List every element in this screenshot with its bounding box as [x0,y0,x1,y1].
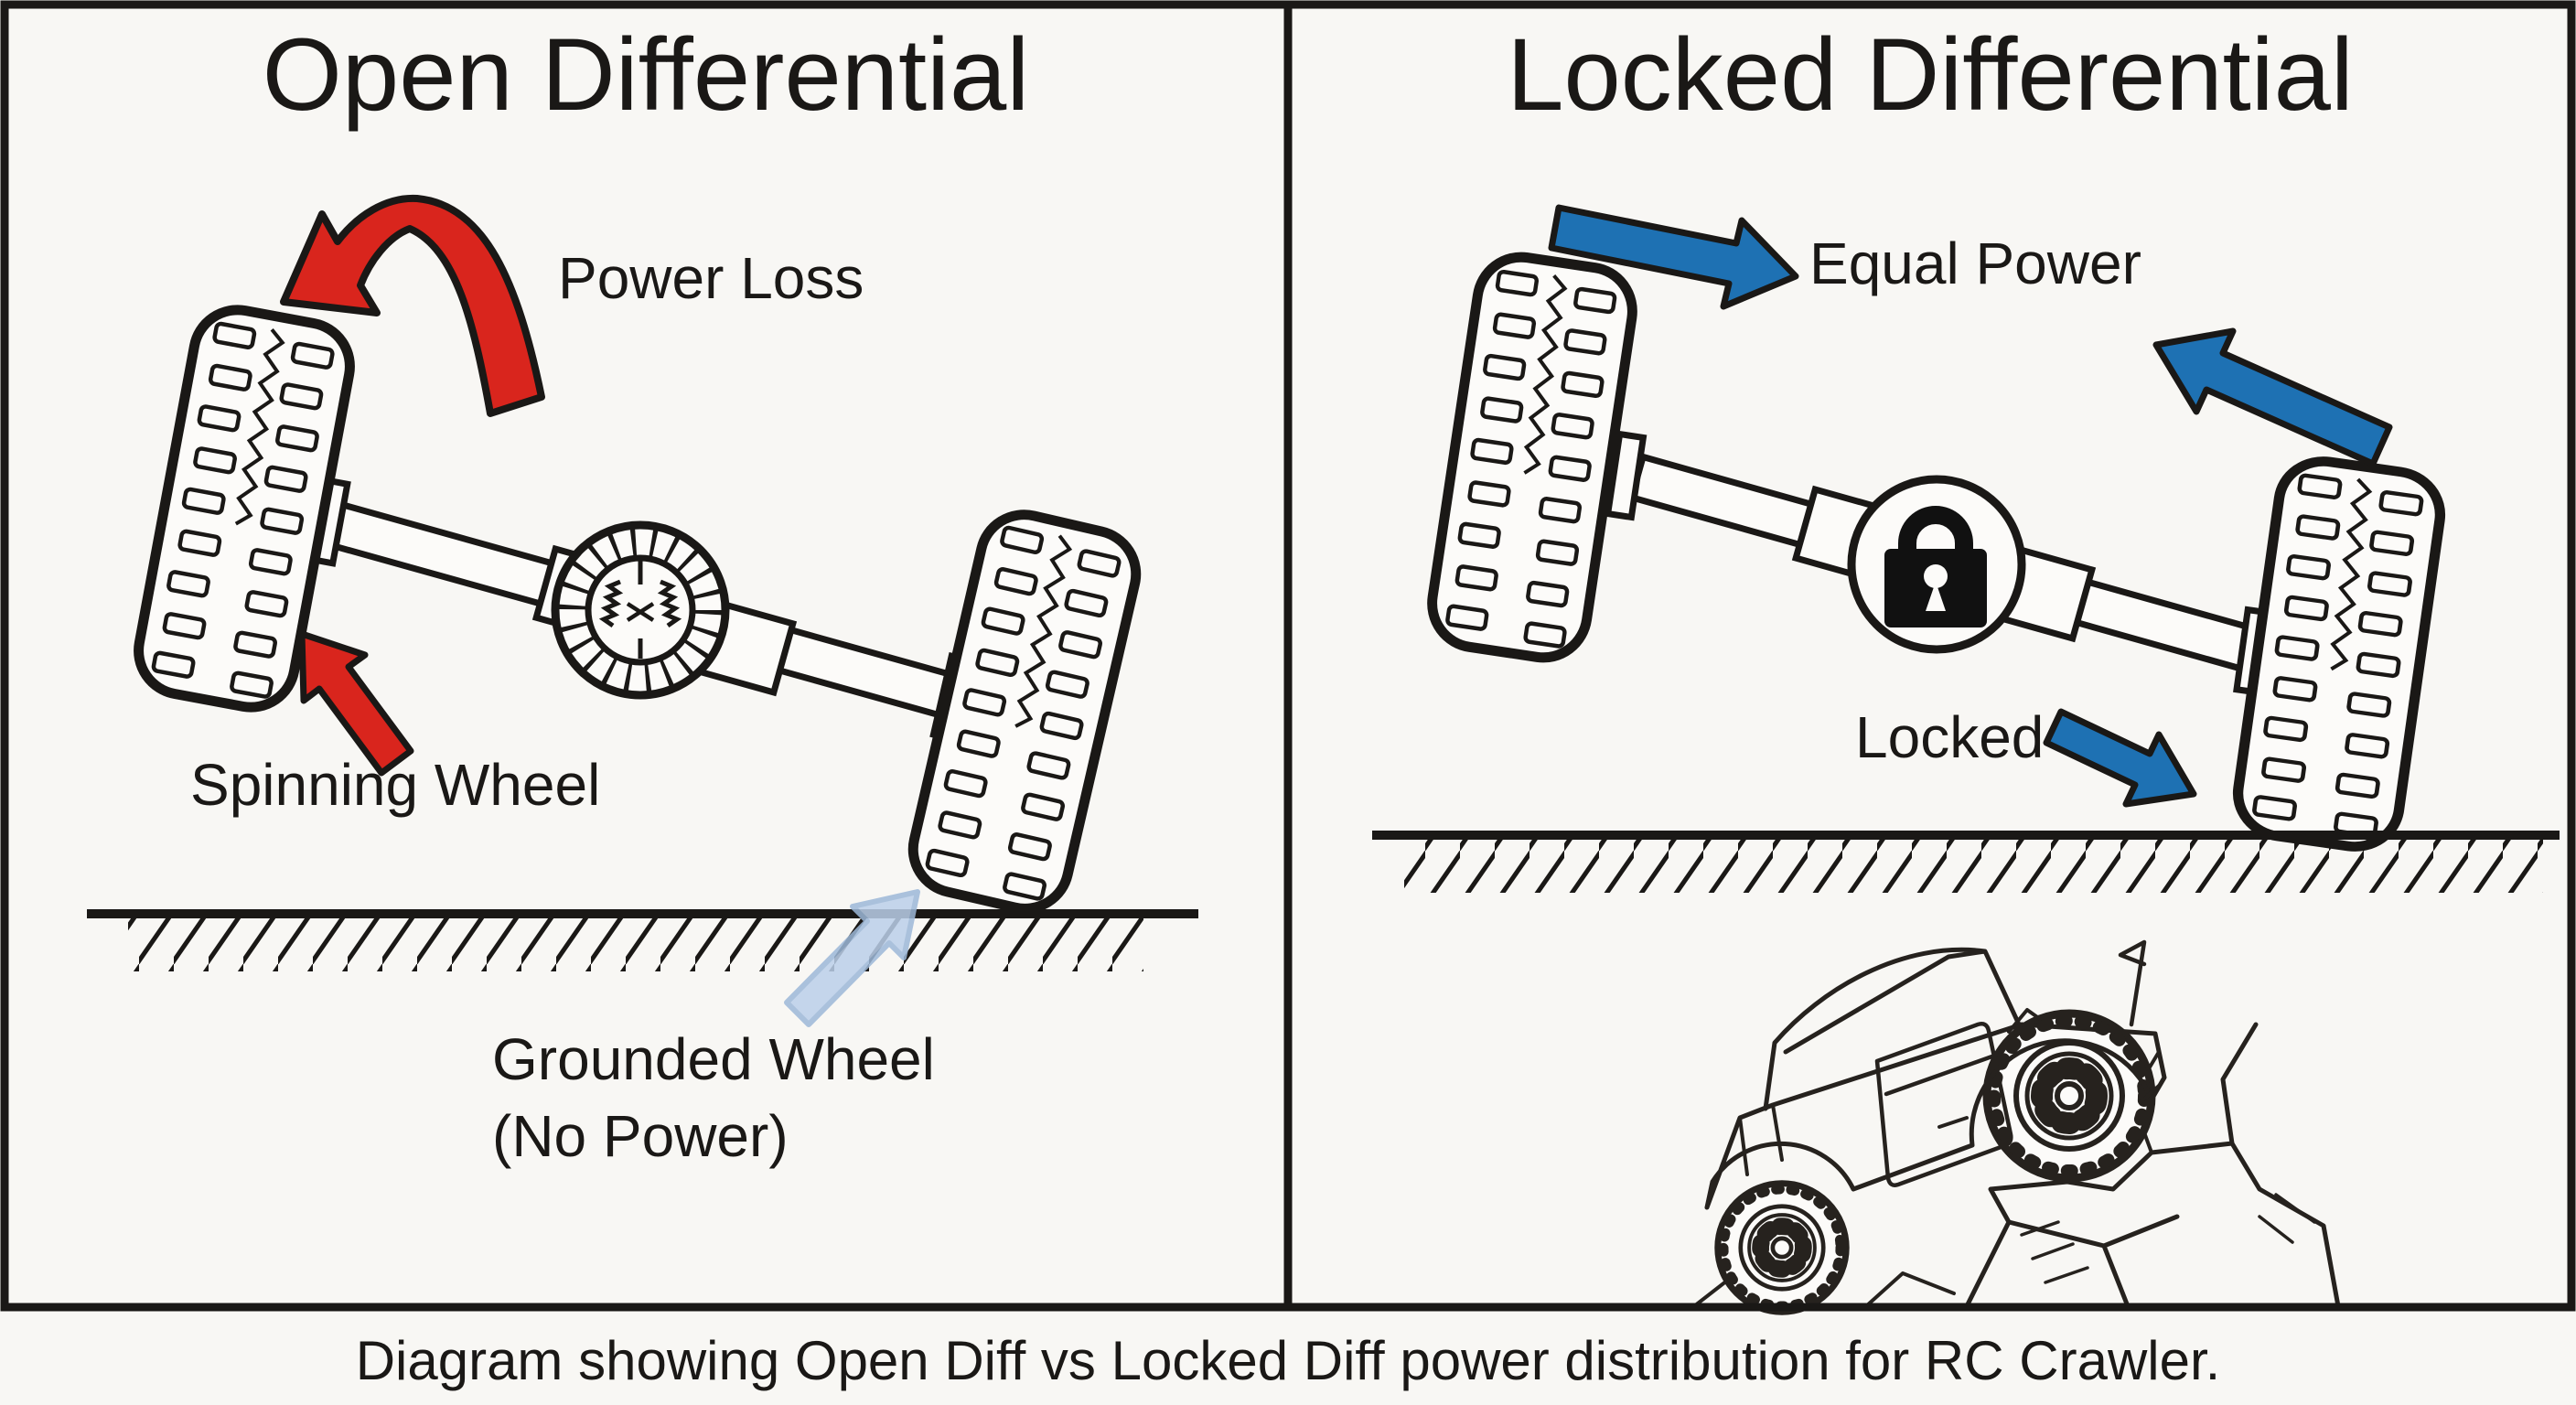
crawler-front-wheel [1987,1014,2152,1178]
locked-panel-title: Locked Differential [1507,17,2354,132]
ground-locked [1372,831,2560,893]
padlock-icon [1847,475,2026,654]
open-differential-panel [87,194,1198,1027]
grounded-wheel-label-line1: Grounded Wheel [492,1026,935,1092]
spinning-wheel-label: Spinning Wheel [190,752,601,818]
grounded-wheel-label-line2: (No Power) [492,1102,789,1169]
diagram-caption: Diagram showing Open Diff vs Locked Diff… [355,1330,2221,1391]
spinning-wheel-arrow-icon [298,630,414,777]
open-panel-title: Open Differential [262,17,1030,132]
grounded-wheel [905,506,1144,917]
grounded-wheel-label: Grounded Wheel (No Power) [492,1022,935,1175]
locked-label: Locked [1855,704,2045,770]
rc-crawler-sketch [1692,939,2341,1312]
crawler-body-sketch [1704,939,2167,1210]
power-loss-curved-arrow-icon [280,194,545,417]
locked-differential-panel [1372,204,2560,1312]
spider-gears-sketch [598,561,682,659]
locked-arrow-icon [2043,708,2197,808]
locked-right-wheel [2233,456,2446,853]
differential-gear-icon [551,520,730,700]
return-power-arrow-icon [2152,327,2393,467]
power-loss-label: Power Loss [558,245,864,311]
crawler-rear-wheel [1718,1184,1846,1312]
grounded-wheel-arrow-icon [784,889,920,1027]
equal-power-label: Equal Power [1809,231,2141,296]
ground-open [87,909,1198,971]
equal-power-arrow-icon [1548,204,1799,310]
locked-left-wheel [1426,252,1638,664]
ground-hatching-locked [1404,840,2543,893]
ground-hatching-open [128,918,1143,971]
